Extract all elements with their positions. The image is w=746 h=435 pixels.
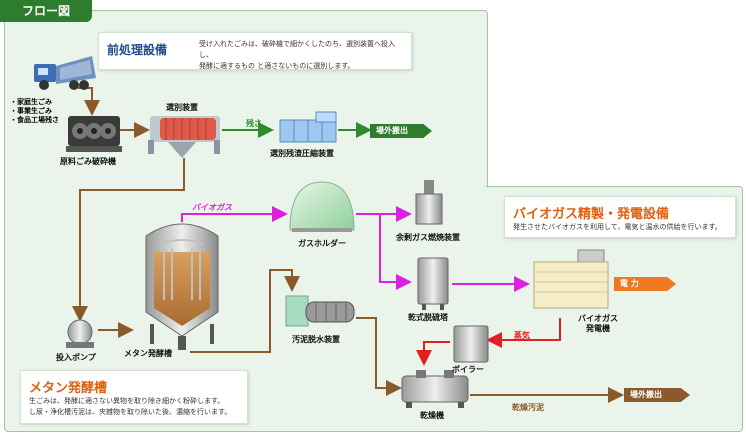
garbage-truck [34, 56, 96, 90]
crusher-label: 原料ごみ破砕機 [60, 157, 116, 166]
desulfurizer-label: 乾式脱硫塔 [408, 313, 448, 322]
sludge-dewatering [285, 295, 355, 327]
biogas-generator [533, 249, 609, 309]
waste-type-item: ・家庭生ごみ [10, 98, 52, 106]
methane-infobox: メタン発酵槽 生ごみは、発酵に適さない異物を取り除き細かく粉砕します。 し尿・浄… [20, 370, 248, 424]
methane-desc-line1: 生ごみは、発酵に適さない異物を取り除き細かく粉砕します。 [29, 397, 225, 405]
pretreatment-desc-line2: 発酵に適するもの と適さないものに選別します。 [199, 62, 355, 70]
residue-compactor [279, 111, 337, 143]
external-output-tag-1: 場外搬出 [370, 124, 432, 138]
biogas-title: バイオガス精製・発電設備 [513, 207, 670, 222]
feed-pump [66, 319, 94, 348]
generator-label-line2: 発電機 [586, 324, 610, 333]
waste-type-item: ・食品工場残さ [10, 116, 59, 124]
steam-flow-lines [416, 318, 561, 366]
methane-fermentation-tank [145, 223, 219, 350]
dryer-label: 乾燥機 [420, 411, 444, 420]
power-output-tag: 電 力 [614, 277, 676, 291]
crusher-machine [66, 116, 122, 152]
brown-flow-lines [72, 87, 624, 403]
methane-title: メタン発酵槽 [29, 381, 108, 396]
biogas-infobox: バイオガス精製・発電設備 発生させたバイオガスを利用して、電気と温水の供給を行い… [504, 196, 736, 238]
sorting-device [148, 116, 220, 158]
biogas-desc: 発生させたバイオガスを利用して、電気と温水の供給を行います。 [513, 223, 722, 231]
residue-flow-label: 残さ [246, 119, 262, 128]
dewatering-label: 汚泥脱水装置 [292, 335, 340, 344]
methane-desc-line2: し尿・浄化槽汚泥は、夾雑物を取り除いた後、濃縮を行います。 [29, 408, 232, 416]
methane-tank-label: メタン発酵槽 [124, 349, 172, 358]
waste-type-list: ・家庭生ごみ ・事業生ごみ ・食品工場残さ [10, 98, 59, 125]
gas-holder-label: ガスホルダー [298, 239, 346, 248]
boiler-label: ボイラー [452, 365, 484, 374]
pretreatment-desc-line1: 受け入れたごみは、破砕機で細かくしたのち、選別装置へ投入し、 [199, 40, 395, 59]
dryer [401, 370, 469, 408]
biogas-flow-lines [181, 206, 530, 292]
gas-holder [289, 181, 355, 232]
external-output-tag-2: 場外搬出 [624, 388, 690, 402]
generator-label: バイオガス 発電機 [578, 314, 618, 334]
pump-label: 投入ポンプ [56, 353, 96, 362]
excess-gas-burner [415, 180, 443, 225]
generator-label-line1: バイオガス [578, 314, 618, 323]
page-title: フロー図 [0, 0, 92, 22]
residue-compactor-label: 選別残渣圧縮装置 [270, 149, 334, 158]
boiler [453, 325, 489, 363]
steam-flow-label: 蒸気 [514, 331, 530, 340]
desulfurizer [417, 257, 449, 310]
biogas-flow-label: バイオガス [192, 203, 232, 212]
pretreatment-infobox: 前処理設備 受け入れたごみは、破砕機で細かくしたのち、選別装置へ投入し、 発酵に… [98, 32, 412, 70]
pretreatment-title: 前処理設備 [107, 43, 168, 57]
sorter-label: 選別装置 [166, 103, 198, 112]
excess-gas-burner-label: 余剰ガス燃焼装置 [396, 233, 460, 242]
waste-type-item: ・事業生ごみ [10, 107, 52, 115]
dried-sludge-label: 乾燥汚泥 [512, 403, 544, 412]
